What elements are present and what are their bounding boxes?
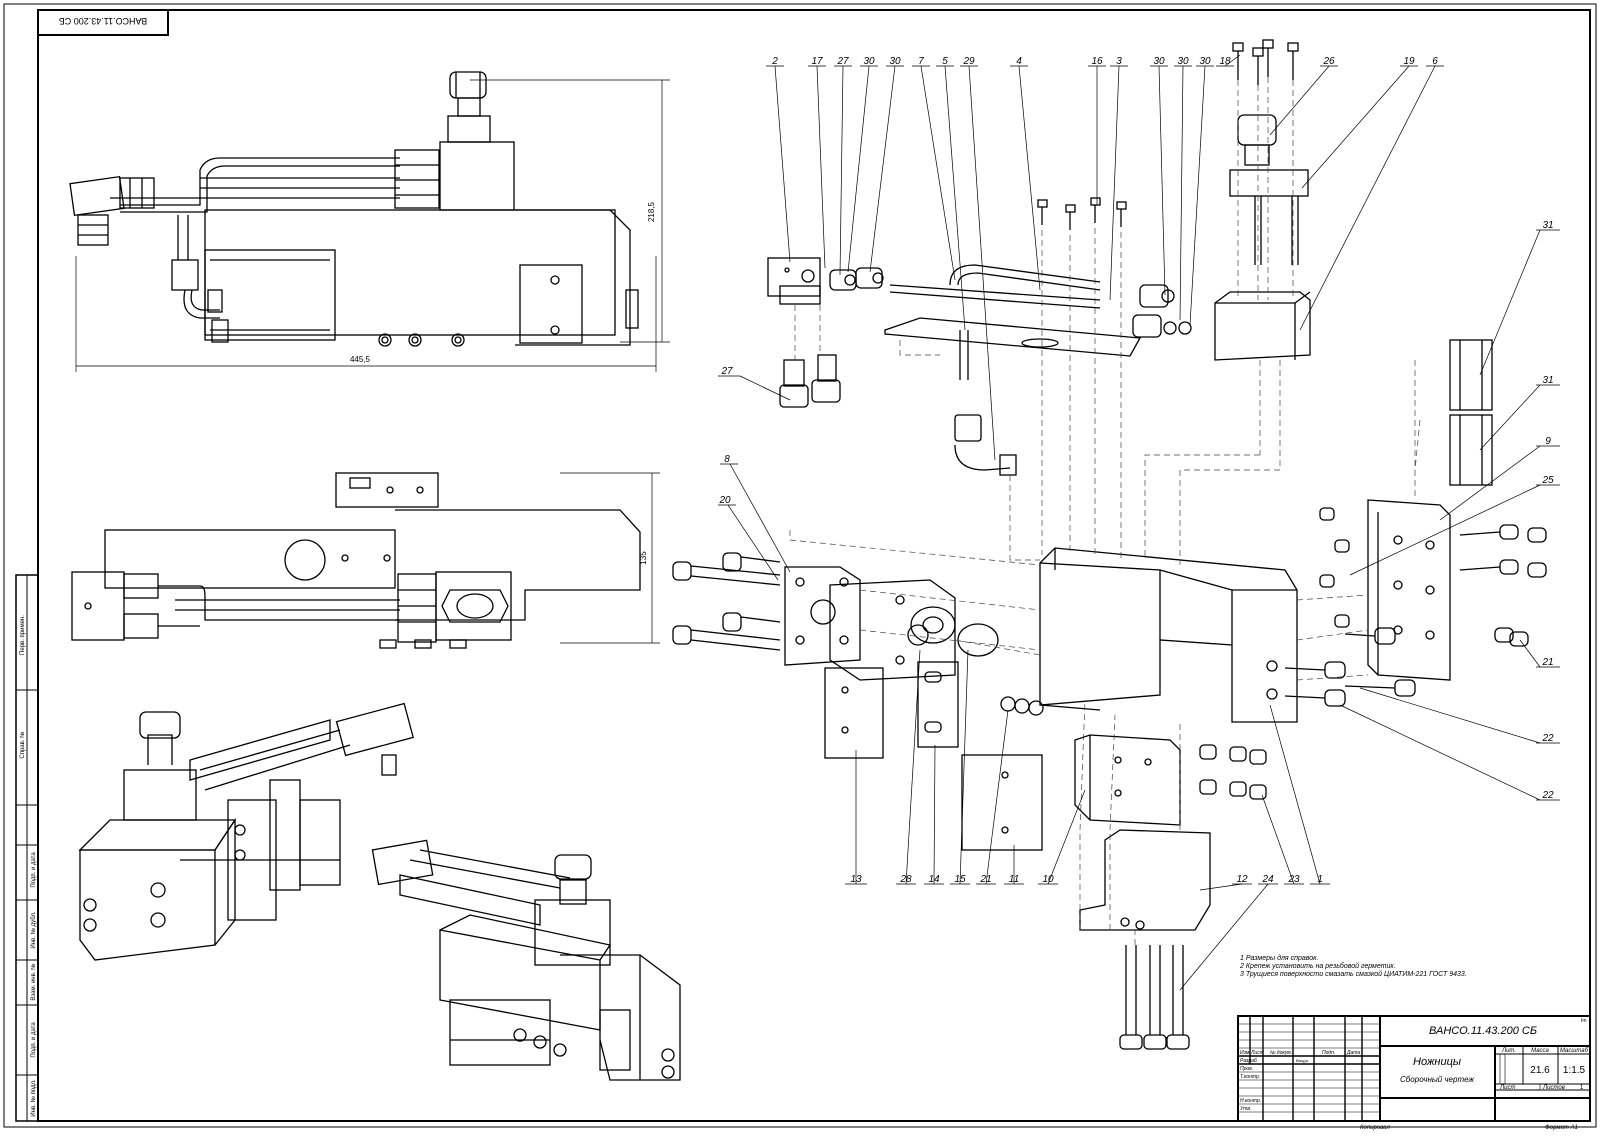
callout-top-7: 5 — [942, 56, 948, 67]
tb-col-izm: Изм — [1240, 1050, 1250, 1056]
tb-developer: Ващук — [1296, 1058, 1309, 1063]
tb-col-doc: № докум. — [1270, 1050, 1292, 1056]
callout-top-6: 7 — [918, 56, 924, 67]
tb-col-sign: Подп. — [1322, 1050, 1335, 1056]
callout-top-16: 26 — [1322, 56, 1335, 67]
inner-frame — [37, 9, 1591, 1122]
callout-left-2: 8 — [724, 454, 730, 465]
side-stamp: Перв. примен. Справ. № Подп. и дата Инв.… — [15, 574, 39, 1122]
callout-bottom-8: 12 — [1236, 874, 1248, 885]
note-3: 3 Трущиеся поверхности смазать смазкой Ц… — [1240, 970, 1467, 978]
tb-row-nkontr: Н.контр. — [1240, 1098, 1261, 1104]
assembly-lines — [789, 77, 1421, 945]
callout-bottom-9: 24 — [1261, 874, 1274, 885]
dimension-length: 445,5 — [350, 355, 371, 364]
corner-stamp: ВАНСО.11.43.200 СБ — [37, 9, 169, 36]
callout-bottom-6: 11 — [1009, 874, 1019, 885]
dimension-height: 218,5 — [647, 201, 656, 222]
title-block-text: ВАНСО.11.43.200 СБ Ножницы Сборочный чер… — [1240, 1018, 1589, 1131]
callout-bottom-5: 21 — [979, 874, 991, 885]
technical-notes: 1 Размеры для справок. 2 Крепеж установи… — [1239, 954, 1467, 978]
drawing-name: Ножницы — [1413, 1056, 1461, 1068]
callout-bottom-1: 13 — [850, 874, 862, 885]
callout-right-6: 22 — [1541, 733, 1554, 744]
callout-numbers: 2 17 27 30 30 7 5 29 4 16 3 30 30 30 18 … — [718, 56, 1554, 885]
callout-right-2: 31 — [1542, 375, 1553, 386]
side-stamp-2: Справ. № — [19, 731, 26, 758]
mass-label: Масса — [1531, 1048, 1549, 1054]
callout-bottom-11: 1 — [1317, 874, 1323, 885]
tb-row-utv: Утв. — [1240, 1106, 1251, 1112]
note-2: 2 Крепеж установить на резьбовой гермети… — [1239, 962, 1396, 970]
front-view-dimensions — [75, 79, 670, 372]
sheets-count: 1 — [1580, 1085, 1584, 1091]
callout-top-18: 6 — [1432, 56, 1438, 67]
top-view — [71, 472, 641, 649]
dimension-width: 135 — [639, 551, 648, 565]
tb-row-razrab: Разраб. — [1240, 1058, 1258, 1064]
drawing-designation: ВАНСО.11.43.200 СБ — [1429, 1025, 1537, 1037]
callout-top-4: 30 — [863, 56, 875, 67]
doc-type: Сборочный чертеж — [1400, 1075, 1474, 1084]
callout-top-3: 27 — [836, 56, 849, 67]
side-stamp-7: Инв. № подл. — [30, 1079, 37, 1117]
title-block — [1237, 1015, 1591, 1122]
callout-left-3: 20 — [718, 495, 731, 506]
callout-right-4: 25 — [1541, 475, 1554, 486]
callout-top-1: 2 — [771, 56, 778, 67]
callout-bottom-10: 23 — [1287, 874, 1300, 885]
side-stamp-1: Перв. примен. — [20, 615, 26, 655]
tb-col-date: Дата — [1346, 1050, 1360, 1056]
sheet-label: Лист — [1499, 1085, 1515, 1091]
callout-right-5: 21 — [1541, 657, 1553, 668]
side-stamp-3: Подп. и дата — [31, 852, 37, 888]
callout-right-7: 22 — [1541, 790, 1554, 801]
lit-label: Лит. — [1501, 1048, 1516, 1054]
callout-bottom-2: 28 — [899, 874, 912, 885]
callout-top-12: 30 — [1153, 56, 1165, 67]
outer-border — [3, 3, 1597, 1128]
callout-top-13: 30 — [1177, 56, 1189, 67]
scale-value: 1:1.5 — [1563, 1065, 1586, 1076]
callout-top-2: 17 — [811, 56, 823, 67]
exploded-view — [672, 39, 1547, 1050]
callout-bottom-7: 10 — [1042, 874, 1054, 885]
callout-bottom-3: 14 — [928, 874, 940, 885]
top-view-dimensions — [560, 472, 660, 644]
callout-top-5: 30 — [889, 56, 901, 67]
mass-value: 21.6 — [1530, 1065, 1550, 1076]
callout-top-15: 18 — [1219, 56, 1231, 67]
callout-top-17: 19 — [1403, 56, 1415, 67]
lite-mark: Im — [1581, 1018, 1587, 1024]
callout-top-8: 29 — [962, 56, 975, 67]
callout-left-1: 27 — [720, 366, 733, 377]
callout-top-9: 4 — [1016, 56, 1022, 67]
side-stamp-4: Инв. № дубл. — [30, 911, 37, 948]
callout-bottom-4: 15 — [954, 874, 966, 885]
callout-right-3: 9 — [1545, 436, 1551, 447]
tb-col-list: Лист — [1250, 1050, 1264, 1056]
iso-view-left — [78, 702, 415, 961]
sheets-label: Листов — [1542, 1085, 1565, 1091]
front-view — [69, 71, 639, 347]
callout-top-10: 16 — [1091, 56, 1103, 67]
corner-stamp-text: ВАНСО.11.43.200 СБ — [59, 16, 147, 26]
scale-label: Масштаб — [1560, 1048, 1589, 1054]
callout-leaders — [718, 54, 1560, 991]
tb-row-tkontr: Т.контр. — [1240, 1074, 1260, 1080]
callout-top-14: 30 — [1199, 56, 1211, 67]
copied-label: Копировал — [1360, 1125, 1390, 1131]
side-stamp-6: Подп. и дата — [31, 1022, 37, 1058]
iso-view-right — [371, 839, 681, 1081]
note-1: 1 Размеры для справок. — [1240, 954, 1318, 962]
side-stamp-5: Взам. инв. № — [30, 963, 37, 1000]
format-label: Формат A1 — [1545, 1125, 1578, 1131]
callout-top-11: 3 — [1116, 56, 1122, 67]
tb-row-prov: Пров. — [1240, 1066, 1253, 1072]
callout-right-1: 31 — [1542, 220, 1553, 231]
